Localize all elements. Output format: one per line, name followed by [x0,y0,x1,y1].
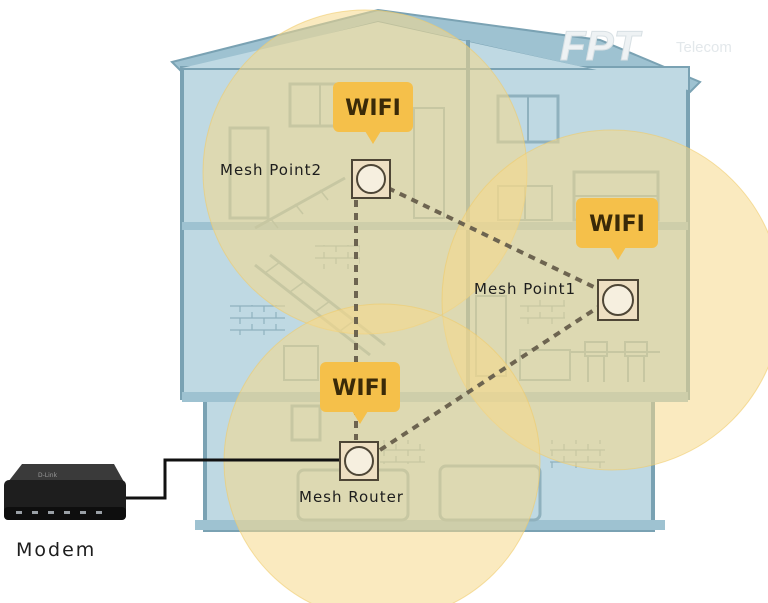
coverage-mesh-router [223,303,541,603]
fpt-telecom-logo: FPT Telecom [560,22,732,70]
modem-cable [122,458,345,500]
modem-label: Modem [16,539,96,561]
logo-suffix: Telecom [676,39,732,56]
wifi-badge-top: WIFI [333,82,413,144]
mesh-point1-label: Mesh Point1 [474,280,576,298]
wifi-badge-bottom-label: WIFI [332,376,388,401]
modem-brand: D-Link [38,472,58,479]
wifi-badge-right: WIFI [576,198,658,260]
wifi-badge-right-label: WIFI [589,212,645,237]
mesh-point2-device [351,159,391,199]
link-point2-point1 [387,186,601,292]
modem-device: D-Link [4,464,126,520]
mesh-router-label: Mesh Router [299,488,404,506]
wifi-badge-bottom: WIFI [320,362,400,424]
link-router-point1 [378,304,602,452]
mesh-point2-label: Mesh Point2 [220,161,322,179]
mesh-point1-device [597,279,639,321]
logo-brand: FPT [560,22,643,69]
mesh-router-device [339,441,379,481]
wifi-badge-top-label: WIFI [345,96,401,121]
